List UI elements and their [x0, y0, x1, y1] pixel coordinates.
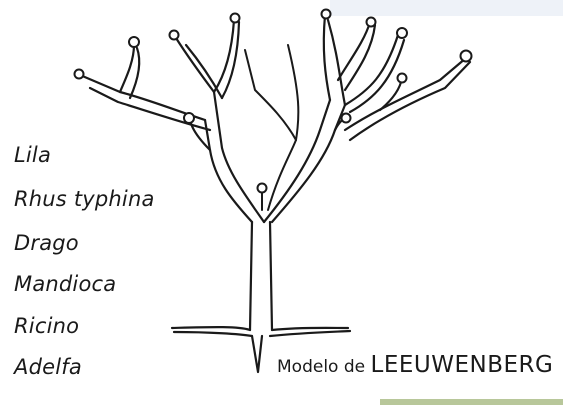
bud [396, 27, 408, 39]
background-strip [380, 399, 563, 405]
bud [183, 112, 195, 124]
bud [256, 182, 268, 194]
bud [73, 68, 85, 80]
species-label: Lila [14, 143, 52, 167]
bud [459, 49, 473, 63]
bud [320, 8, 332, 20]
roots [170, 326, 352, 374]
right-limb [262, 13, 472, 224]
bud [340, 112, 352, 124]
species-label: Rhus typhina [14, 187, 155, 211]
background-tint [330, 0, 563, 16]
buds [73, 8, 473, 194]
caption-prefix: Modelo de [277, 357, 366, 377]
bud [396, 72, 408, 84]
caption-model-name: LEEUWENBERG [370, 352, 554, 378]
species-label: Ricino [14, 314, 80, 338]
species-label: Drago [14, 231, 79, 255]
species-label: Adelfa [14, 355, 82, 379]
left-limb [78, 18, 266, 224]
species-label: Mandioca [14, 272, 117, 296]
trunk [248, 220, 274, 332]
diagram-caption: Modelo de LEEUWENBERG [277, 352, 553, 378]
bud [168, 29, 180, 41]
center-branch [244, 44, 300, 211]
bud [229, 12, 241, 24]
bud [365, 16, 377, 28]
bud [128, 36, 140, 48]
